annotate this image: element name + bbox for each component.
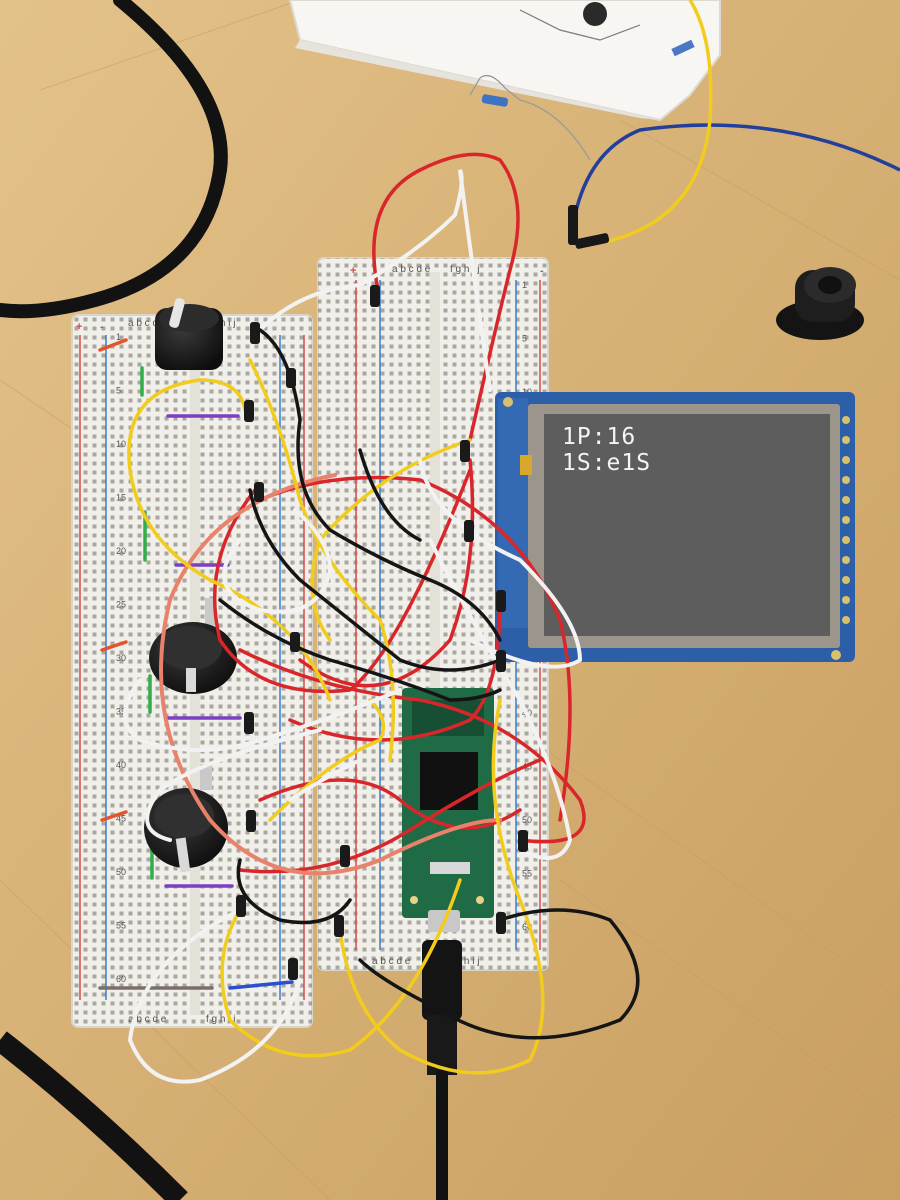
left-row-number: 40 (116, 760, 126, 770)
left-letters-top-left: a b c d e (128, 318, 167, 329)
right-rail-plus: + (350, 265, 356, 277)
left-row-number: 10 (116, 439, 126, 449)
left-row-number: 20 (116, 546, 126, 556)
short-jumpers (98, 338, 294, 990)
left-row-number: 45 (116, 814, 126, 824)
left-row-number: 60 (116, 974, 126, 984)
potentiometer-knob-1 (155, 298, 223, 370)
left-row-number: 25 (116, 600, 126, 610)
jumper-connector-2 (574, 233, 610, 249)
loose-knob-cap (776, 267, 864, 340)
wire-connector-tips (236, 285, 528, 980)
right-row-number: 5 (522, 334, 527, 344)
right-row-number: 50 (522, 815, 532, 825)
left-row-number: 55 (116, 921, 126, 931)
right-row-number: 55 (522, 869, 532, 879)
right-letters-bottom-right: f g h i j (450, 956, 479, 967)
left-row-number: 15 (116, 493, 126, 503)
lcd-breakout-board: 1P:16 1S:e1S (495, 392, 855, 662)
jumper-connector-1 (568, 205, 578, 245)
black-cable-bottom (0, 1031, 188, 1200)
left-row-number: 5 (116, 386, 121, 396)
right-letters-top-right: f g h i j (450, 264, 479, 275)
blue-jumper-wire (573, 123, 900, 216)
left-rail-plus: + (76, 321, 82, 333)
black-cable-top (0, 0, 228, 319)
right-letters-bottom-left: a b c d e (372, 956, 411, 967)
right-rail-minus: - (540, 265, 544, 277)
right-letters-top-left: a b c d e (392, 264, 431, 275)
lcd-screen (544, 414, 830, 636)
left-row-number: 35 (116, 707, 126, 717)
yellow-jumper-wire-top (604, 0, 713, 244)
potentiometer-knob-2 (149, 598, 237, 694)
left-row-number: 50 (116, 867, 126, 877)
lcd-line-1: 1P:16 (562, 424, 636, 450)
right-row-number: 60 (522, 922, 532, 932)
potentiometer-knob-3 (144, 764, 228, 873)
lcd-line-2: 1S:e1S (562, 450, 651, 476)
left-rail-minus: - (100, 321, 104, 333)
usb-cable (422, 940, 462, 1200)
left-letters-bottom-left: a b c d e (128, 1014, 167, 1025)
loose-resistor (469, 74, 591, 161)
left-row-number: 1 (116, 332, 121, 342)
left-letters-bottom-right: f g h i j (206, 1014, 235, 1025)
left-row-number: 30 (116, 653, 126, 663)
parts-box (288, 0, 721, 122)
right-row-number: 1 (522, 280, 527, 290)
